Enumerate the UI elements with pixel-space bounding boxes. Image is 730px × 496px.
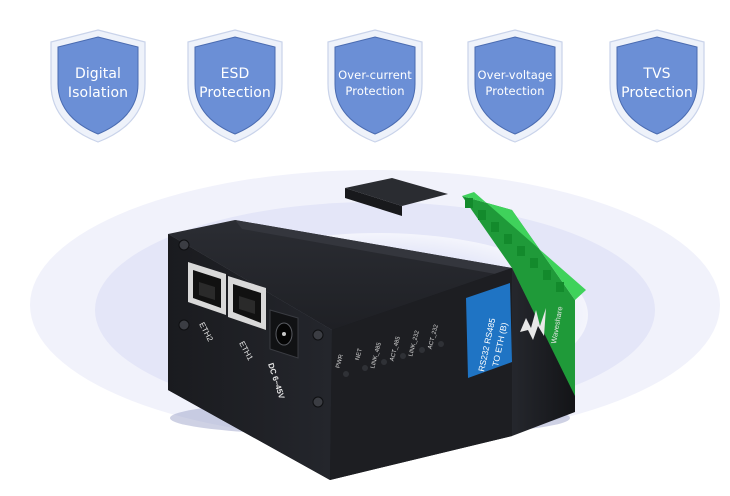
feature-shield-esd-protection: ESD Protection [184, 28, 286, 144]
din-rail-clip [345, 178, 448, 206]
screw [312, 396, 324, 408]
screw [178, 319, 190, 331]
led-indicator [419, 347, 425, 353]
feature-title-line2: Protection [621, 85, 693, 101]
feature-title-line2: Protection [485, 84, 545, 98]
device-side-face [512, 268, 575, 436]
shield-icon [327, 29, 423, 143]
ethernet-port-eth2 [188, 262, 226, 315]
waveshare-logo-icon [520, 308, 546, 340]
feature-title-line2: Isolation [67, 85, 129, 101]
led-indicator [362, 365, 368, 371]
shield-icon [50, 29, 146, 143]
feature-shield-over-current-protection: Over-current Protection [324, 28, 426, 144]
feature-shield-tvs-protection: TVS Protection [606, 28, 708, 144]
feature-title-line1: Digital [74, 66, 122, 83]
feature-title-line1: Over-current [338, 68, 412, 83]
feature-shields-row: Digital Isolation ESD Protection Over-cu… [0, 0, 730, 150]
led-indicator [343, 371, 349, 377]
led-indicator [438, 341, 444, 347]
feature-title-line2: Protection [199, 85, 271, 101]
shield-icon [609, 29, 705, 143]
led-label-net: NET [355, 348, 364, 361]
screw [178, 239, 190, 251]
feature-title-line1: ESD [220, 66, 250, 83]
shield-icon [467, 29, 563, 143]
serial-to-ethernet-converter-illustration: ETH2 ETH1 DC 6~45V PWR NET LINK_485 ACT_… [30, 170, 720, 480]
product-photo: ETH2 ETH1 DC 6~45V PWR NET LINK_485 ACT_… [0, 150, 730, 496]
feature-title-line1: TVS [643, 66, 671, 83]
led-indicator [400, 353, 406, 359]
terminal-block [462, 192, 586, 398]
screw [312, 329, 324, 341]
led-indicator [381, 359, 387, 365]
led-label-pwr: PWR [336, 353, 346, 369]
ethernet-port-eth1 [228, 276, 266, 330]
shield-icon [187, 29, 283, 143]
feature-title-line1: Over-voltage [477, 68, 553, 83]
feature-shield-digital-isolation: Digital Isolation [47, 28, 149, 144]
feature-title-line2: Protection [345, 84, 405, 98]
feature-shield-over-voltage-protection: Over-voltage Protection [464, 28, 566, 144]
power-jack [269, 309, 299, 359]
product-label-sticker: RS232 RS485 TO ETH (B) [466, 283, 512, 378]
